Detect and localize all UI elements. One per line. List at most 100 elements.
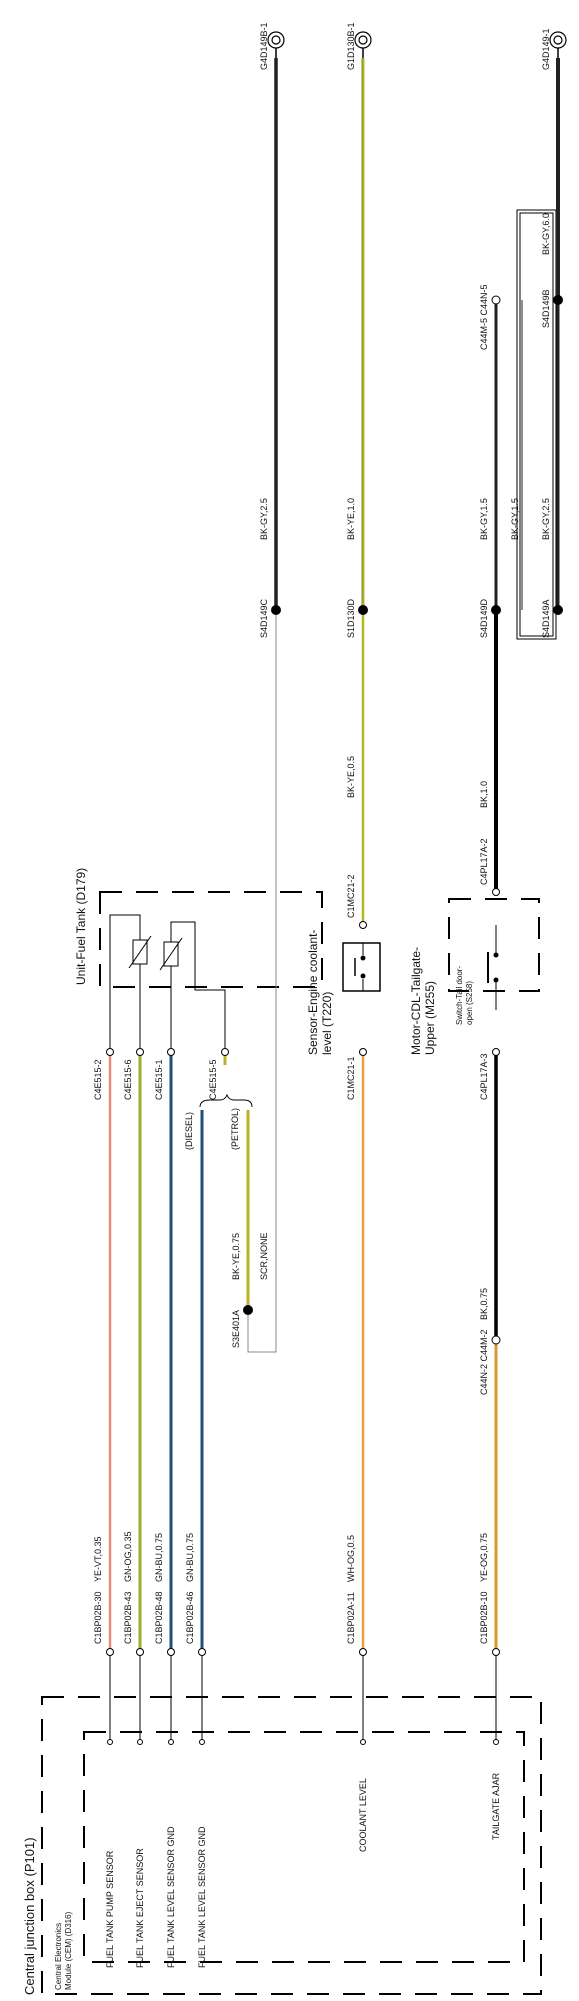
fuel-tank-internals [109, 914, 226, 1048]
wire-scr[interactable] [247, 610, 277, 1353]
connector-c24: G1D130B-1 [346, 22, 356, 70]
connector-c11: C1MC21-1 [346, 1056, 356, 1100]
wire-label-w14: BK-GY,1.5 [479, 498, 489, 540]
terminal-c12[interactable] [359, 921, 367, 929]
function-fuel-level-gnd-2: FUEL TANK LEVEL SENSOR GND [197, 1826, 207, 1968]
tailgate-motor-title-line1: Motor-CDL-Tailgate- [409, 947, 423, 1055]
ground-loop-box-inner [519, 212, 554, 637]
splice-s4d149b[interactable] [553, 295, 563, 305]
fuel-tank-title: Unit-Fuel Tank (D179) [74, 868, 88, 985]
terminal-c10[interactable] [221, 1048, 229, 1056]
wire-label-w7: BK-YE,0.75 [231, 1233, 241, 1280]
splice-s3e401a[interactable] [243, 1305, 253, 1315]
connector-c18: S4D149C [259, 598, 269, 638]
cem-border [83, 1731, 525, 1963]
central-junction-box-border [41, 1696, 542, 1995]
function-tailgate-ajar: TAILGATE AJAR [491, 1772, 501, 1840]
connector-c8: C4E515-6 [123, 1059, 133, 1100]
fuel-tank-unit-border [99, 891, 323, 988]
splice-s4d149d[interactable] [491, 605, 501, 615]
terminal-c3[interactable] [167, 1648, 175, 1656]
wire-label-w16: BK-GY,2.5 [541, 498, 551, 540]
wire-label-w10: BK-YE,0.5 [346, 756, 356, 798]
wire-label-w4: GN-BU,0.75 [185, 1533, 195, 1582]
wire-label-w6: YE-OG,0.75 [479, 1533, 489, 1582]
splice-s1d130d[interactable] [358, 605, 368, 615]
tailgate-motor-border [448, 898, 540, 992]
terminal-c1[interactable] [106, 1648, 114, 1656]
diesel-petrol-brace [199, 1093, 253, 1108]
diesel-label: (DIESEL) [184, 1112, 194, 1150]
connector-c6: C1BP02B-10 [479, 1591, 489, 1644]
connector-c9: C4E515-1 [154, 1059, 164, 1100]
ground-loop-box-outer [516, 209, 557, 640]
ground-symbols [267, 31, 567, 58]
cem-title-line2: Module (CEM) (D316) [64, 1911, 73, 1990]
tailgate-motor-title-line2: Upper (M255) [423, 981, 437, 1055]
switch-title-line1: Switch-Tail door- [455, 966, 464, 1025]
wire-label-w2: GN-OG,0.35 [123, 1531, 133, 1582]
wire-label-w8: SCR,NONE [259, 1232, 269, 1280]
connector-c21: S4D149A [541, 599, 551, 638]
ground-g1d130b-1-icon[interactable] [354, 31, 372, 58]
coolant-sensor-box [342, 942, 381, 992]
ground-g4d149-1-icon[interactable] [549, 31, 567, 58]
connector-c23: G4D149B-1 [259, 22, 269, 70]
wire-label-w11: BK-YE,1.0 [346, 498, 356, 540]
cem-title-line1: Central Electronics [54, 1923, 63, 1990]
connector-c14: C4PL17A-2 [479, 838, 489, 885]
connector-c12: C1MC21-2 [346, 874, 356, 918]
terminal-c8[interactable] [136, 1048, 144, 1056]
wire-label-w15: BK-GY,1.5 [510, 498, 520, 540]
ground-g4d149b-1-icon[interactable] [267, 31, 285, 58]
terminal-c9[interactable] [167, 1048, 175, 1056]
terminal-c16[interactable] [491, 295, 501, 305]
connector-c1: C1BP02B-30 [93, 1591, 103, 1644]
central-junction-box-title: Central junction box (P101) [22, 1837, 37, 1995]
wire-label-w17: BK-GY,6.0 [541, 213, 551, 255]
splice-s4d149a[interactable] [553, 605, 563, 615]
connector-c4: C1BP02B-46 [185, 1591, 195, 1644]
coolant-sensor-title-line2: level (T220) [320, 992, 334, 1055]
wire-label-w3: GN-BU,0.75 [154, 1533, 164, 1582]
switch-title-line2: open (S258) [465, 981, 474, 1025]
terminal-c5[interactable] [359, 1648, 367, 1656]
connector-c3: C1BP02B-48 [154, 1591, 164, 1644]
connector-c7: C4E515-2 [93, 1059, 103, 1100]
terminal-group [106, 295, 501, 1745]
connector-c20: S4D149D [479, 598, 489, 638]
splice-s4d149c[interactable] [271, 605, 281, 615]
connector-c25: G4D149-1 [541, 28, 551, 70]
connector-c17: S3E401A [231, 1310, 241, 1348]
function-fuel-pump-sensor: FUEL TANK PUMP SENSOR [105, 1850, 115, 1968]
connector-c13: C4PL17A-3 [479, 1053, 489, 1100]
terminal-c6[interactable] [492, 1648, 500, 1656]
function-fuel-level-gnd-1: FUEL TANK LEVEL SENSOR GND [166, 1826, 176, 1968]
terminal-c14[interactable] [492, 888, 500, 896]
connector-c16: C44M-5 C44N-5 [479, 284, 489, 350]
connector-c10: C4E515-5 [208, 1059, 218, 1100]
terminal-c13[interactable] [492, 1048, 500, 1056]
wire-label-w12: BK,1.0 [479, 781, 489, 808]
tailgate-switch-symbol [487, 925, 499, 1010]
function-fuel-eject-sensor: FUEL TANK EJECT SENSOR [135, 1848, 145, 1968]
petrol-label: (PETROL) [230, 1108, 240, 1150]
terminal-c4[interactable] [198, 1648, 206, 1656]
splice-group [243, 295, 563, 1315]
terminal-c11[interactable] [359, 1048, 367, 1056]
coolant-switch-symbol [354, 943, 366, 991]
function-coolant-level: COOLANT LEVEL [358, 1778, 368, 1852]
connector-c5: C1BP02A-11 [346, 1592, 356, 1644]
wire-label-w5: WH-OG,0.5 [346, 1535, 356, 1582]
terminal-c15[interactable] [491, 1335, 501, 1345]
wire-label-w1: YE-VT,0.35 [93, 1536, 103, 1582]
wire-label-w9: BK,0.75 [479, 1288, 489, 1320]
connector-c19: S1D130D [346, 598, 356, 638]
terminal-c7[interactable] [106, 1048, 114, 1056]
wire-label-w13: BK-GY,2.5 [259, 498, 269, 540]
connector-c22: S4D149B [541, 289, 551, 328]
connector-c2: C1BP02B-43 [123, 1591, 133, 1644]
wire-group [108, 58, 560, 1652]
terminal-c2[interactable] [136, 1648, 144, 1656]
